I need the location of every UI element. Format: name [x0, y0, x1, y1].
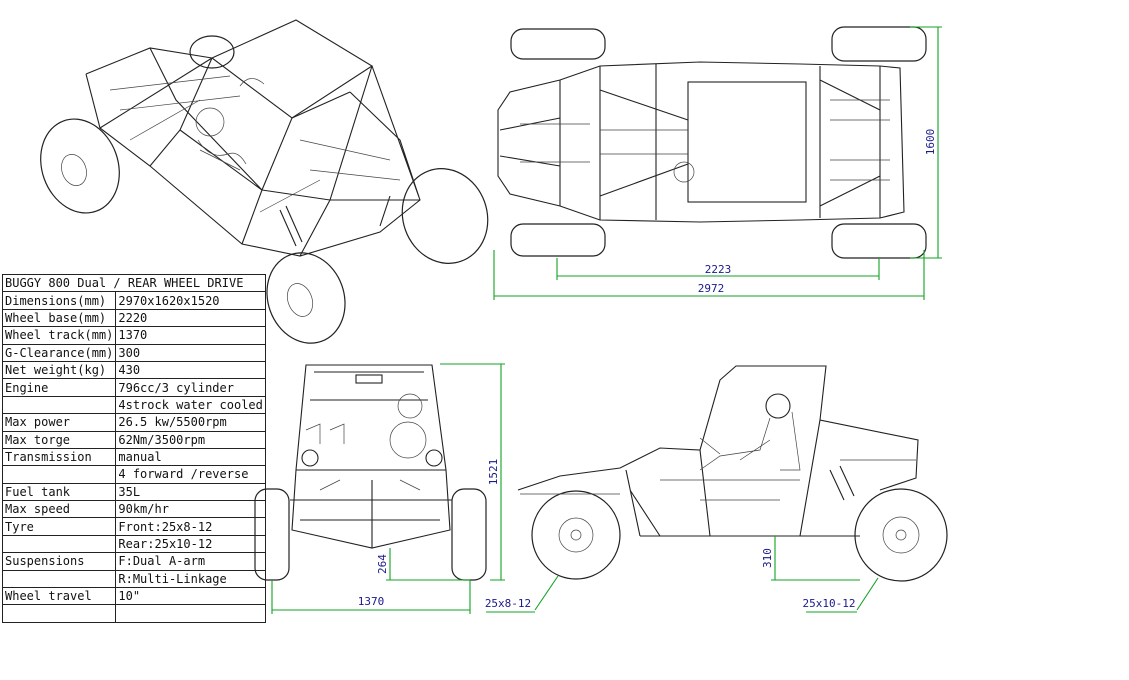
iso-steering-wheel	[195, 107, 225, 137]
front-cage-outline	[291, 364, 451, 549]
iso-front-right-tyre	[266, 252, 346, 344]
spec-value: 4 forward /reverse	[115, 465, 266, 484]
iso-roof-panel	[210, 19, 374, 119]
spec-label	[1, 534, 117, 554]
dim-front-height: 1521	[487, 459, 500, 486]
spec-value: 796cc/3 cylinder	[115, 378, 266, 397]
spec-label	[1, 569, 117, 589]
spec-table-title: BUGGY 800 Dual / REAR WHEEL DRIVE	[2, 273, 266, 293]
top-roof-panel	[687, 81, 807, 203]
top-steering-wheel	[673, 161, 695, 183]
spec-label	[1, 465, 117, 484]
spec-label: Max torge	[1, 430, 117, 449]
spec-label: Engine	[1, 378, 117, 397]
spec-value: 1370	[115, 326, 266, 345]
spec-value: Rear:25x10-12	[115, 534, 266, 554]
table-row: Dimensions(mm)2970x1620x1520	[1, 291, 266, 310]
spec-label: Wheel track(mm)	[1, 326, 117, 345]
spec-label: G-Clearance(mm)	[1, 343, 117, 362]
spec-value: 35L	[115, 482, 266, 502]
spec-label	[1, 604, 117, 623]
spec-label: Max speed	[1, 500, 117, 519]
isometric-view	[40, 19, 489, 344]
spec-value: 90km/hr	[115, 500, 266, 519]
top-view	[497, 26, 927, 259]
dim-front-track: 1370	[358, 595, 385, 608]
spec-label: Net weight(kg)	[1, 360, 117, 380]
dim-top-width: 1600	[924, 129, 937, 156]
spec-label: Suspensions	[1, 552, 117, 571]
side-front-tyre	[531, 490, 621, 580]
front-right-tyre	[451, 488, 487, 581]
spec-value: 430	[115, 360, 266, 380]
top-front-left-tyre	[510, 28, 606, 60]
table-row: R:Multi-Linkage	[1, 569, 266, 589]
spec-label: Transmission	[1, 447, 117, 467]
table-row: 4 forward /reverse	[1, 465, 266, 484]
side-view	[517, 365, 948, 582]
table-row: Wheel base(mm)2220	[1, 308, 266, 328]
spec-value: R:Multi-Linkage	[115, 569, 266, 589]
side-cage-outline	[517, 365, 919, 537]
dim-front-tyre: 25x8-12	[485, 597, 531, 610]
spec-label: Fuel tank	[1, 482, 117, 502]
spec-value: 4strock water cooled	[115, 395, 266, 415]
dim-rear-tyre: 25x10-12	[803, 597, 856, 610]
table-row	[1, 604, 266, 623]
spec-value: 2220	[115, 308, 266, 328]
spec-label: Tyre	[1, 517, 117, 536]
table-row: Wheel track(mm)1370	[1, 326, 266, 345]
dimension-lines	[271, 26, 942, 614]
top-chassis-outline	[497, 61, 905, 223]
spec-label: Wheel base(mm)	[1, 308, 117, 328]
top-front-right-tyre	[510, 223, 606, 257]
side-driver-helmet	[765, 393, 791, 419]
table-row: Rear:25x10-12	[1, 534, 266, 554]
dim-top-length: 2972	[698, 282, 725, 295]
iso-front-left-tyre	[40, 118, 120, 214]
spec-label	[1, 395, 117, 415]
spec-label: Wheel travel	[1, 587, 117, 606]
front-view	[254, 364, 487, 581]
spec-value: Front:25x8-12	[115, 517, 266, 536]
spec-value: manual	[115, 447, 266, 467]
iso-rear-right-tyre	[401, 168, 489, 264]
dim-front-clearance: 264	[376, 554, 389, 574]
spec-table: BUGGY 800 Dual / REAR WHEEL DRIVE Dimens…	[1, 273, 266, 623]
dim-top-wheelbase: 2223	[705, 263, 732, 276]
spec-value: 300	[115, 343, 266, 362]
spec-label: Max power	[1, 413, 117, 432]
spec-value	[115, 604, 266, 623]
spec-value: F:Dual A-arm	[115, 552, 266, 571]
dim-side-clearance: 310	[761, 548, 774, 568]
dimension-labels: 1600 2223 2972 1521 264 1370 25x8-12 310…	[358, 129, 937, 610]
spec-value: 62Nm/3500rpm	[115, 430, 266, 449]
side-rear-tyre	[854, 488, 948, 582]
spec-value: 26.5 kw/5500rpm	[115, 413, 266, 432]
spec-value: 10"	[115, 587, 266, 606]
front-mirror	[355, 374, 383, 384]
table-row: Net weight(kg)430	[1, 360, 266, 380]
spec-label: Dimensions(mm)	[1, 291, 117, 310]
top-rear-left-tyre	[831, 26, 927, 62]
table-row: G-Clearance(mm)300	[1, 343, 266, 362]
top-rear-right-tyre	[831, 223, 927, 259]
spec-value: 2970x1620x1520	[115, 291, 266, 310]
iso-rear-left-tyre	[189, 35, 235, 69]
table-row: 4strock water cooled	[1, 395, 266, 415]
